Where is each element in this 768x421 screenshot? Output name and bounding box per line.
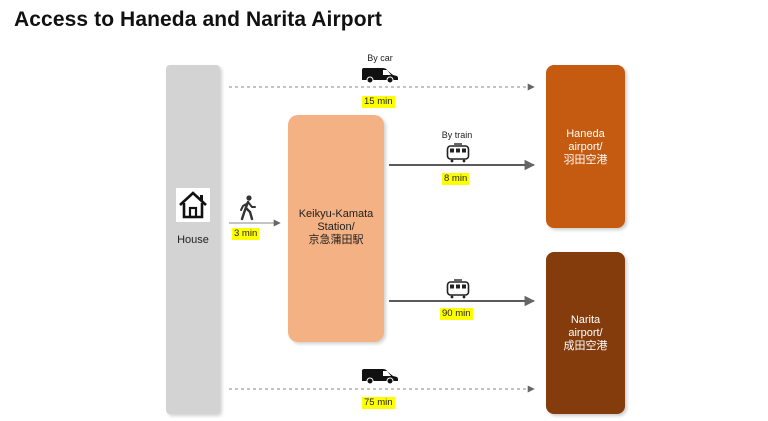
narita-label-line2: airport/ — [568, 327, 603, 339]
station-label-line2: Station/ — [317, 221, 355, 233]
train-haneda-duration: 8 min — [442, 173, 470, 185]
train-icon — [446, 143, 470, 163]
car-icon — [361, 367, 399, 385]
station-label-line1: Keikyu-Kamata — [298, 208, 374, 220]
narita-label: Narita airport/ 成田空港 — [546, 314, 625, 353]
keikyu-kamata-station-box — [288, 115, 384, 342]
car-top-mode-label: By car — [367, 53, 393, 63]
narita-label-line3: 成田空港 — [563, 340, 608, 352]
train-narita-duration: 90 min — [440, 308, 473, 320]
house-icon — [176, 188, 210, 222]
narita-airport-box — [546, 252, 625, 414]
car-icon — [361, 66, 399, 84]
haneda-label-line3: 羽田空港 — [563, 154, 608, 166]
station-label: Keikyu-Kamata Station/ 京急蒲田駅 — [288, 208, 384, 247]
car-bottom-duration: 75 min — [362, 397, 395, 409]
haneda-label: Haneda airport/ 羽田空港 — [546, 128, 625, 167]
page-title: Access to Haneda and Narita Airport — [14, 8, 382, 31]
station-label-line3: 京急蒲田駅 — [308, 234, 364, 246]
car-top-duration: 15 min — [362, 96, 395, 108]
haneda-label-line2: airport/ — [568, 141, 603, 153]
haneda-label-line1: Haneda — [566, 128, 605, 140]
walking-person-icon — [239, 195, 257, 221]
house-label: House — [177, 234, 209, 246]
narita-label-line1: Narita — [570, 314, 601, 326]
walk-duration: 3 min — [232, 228, 260, 240]
train-haneda-mode-label: By train — [441, 130, 473, 140]
haneda-airport-box — [546, 65, 625, 228]
train-icon — [446, 279, 470, 299]
house-column — [166, 65, 220, 414]
